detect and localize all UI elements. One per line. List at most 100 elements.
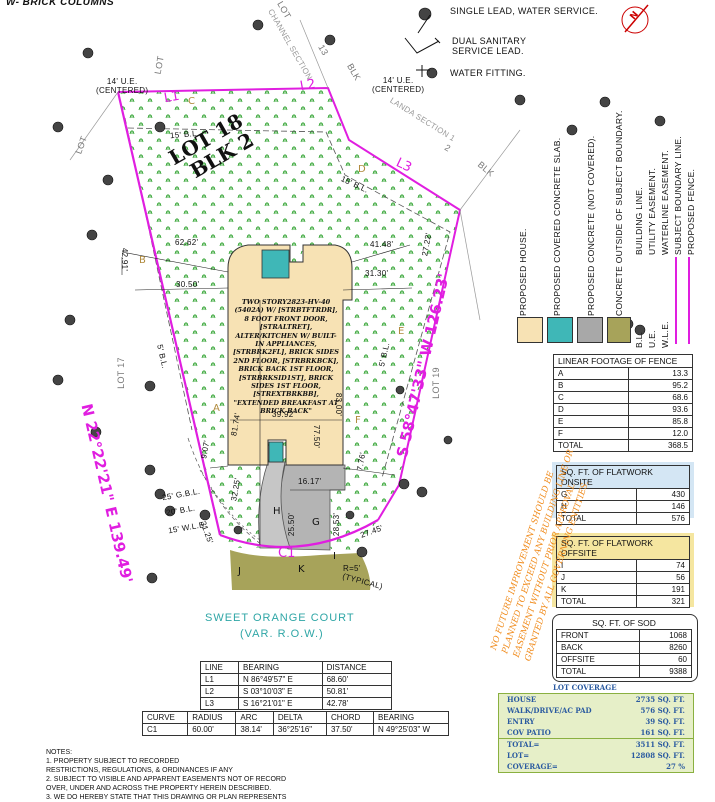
dim-42-91: 42.91' — [120, 247, 130, 272]
legend-house-text: PROPOSED HOUSE. — [518, 228, 528, 316]
fence-table-title: LINEAR FOOTAGE OF FENCE — [553, 354, 693, 368]
page-title: W- BRICK COLUMNS — [6, 0, 115, 8]
coverage-row: LOT=12808 SQ. FT. — [507, 751, 685, 760]
street-name: SWEET ORANGE COURT — [205, 612, 355, 624]
entry-slab — [268, 441, 284, 463]
coverage-row: TOTAL=3511 SQ. FT. — [499, 738, 693, 750]
street-row: (VAR. R.O.W.) — [240, 628, 324, 640]
swatch-covered — [547, 317, 573, 343]
area-letter-i: I — [333, 551, 336, 562]
legend-water-fitting: WATER FITTING. — [450, 68, 526, 78]
legend-wle-text: WATERLINE EASEMENT. — [660, 150, 670, 255]
proposed-fence — [117, 86, 462, 486]
utility-markers — [52, 7, 666, 584]
building-line — [127, 127, 451, 479]
legend-single-lead: SINGLE LEAD, WATER SERVICE. — [450, 6, 598, 16]
covered-patio — [261, 249, 290, 279]
legend-dual-sanitary-2: SERVICE LEAD. — [452, 46, 524, 56]
radius-label: R=5' — [343, 564, 361, 573]
fence-letter-b: B — [139, 255, 146, 266]
legend-bl-text: BUILDING LINE. — [634, 187, 644, 255]
house-description: TWO STORY2823-HV-40 (5402A) W/ [STRBTFTR… — [233, 298, 339, 416]
swatch-house — [517, 317, 543, 343]
sod-table-title: SQ. FT. OF SOD — [592, 618, 656, 628]
subject-boundary — [116, 91, 222, 536]
curve-c1-label: C1 — [278, 546, 296, 561]
dim-77-50: 77.50' — [312, 424, 322, 449]
waterline-easement-line — [199, 469, 261, 541]
legend-covered-text: PROPOSED COVERED CONCRETE SLAB. — [552, 137, 562, 316]
legend-dual-sanitary-1: DUAL SANITARY — [452, 36, 527, 46]
area-letter-h: H — [273, 506, 281, 517]
legend-boundary-text: SUBJECT BOUNDARY LINE. — [673, 135, 683, 255]
swatch-boundary-line — [675, 257, 677, 344]
fence-letter-c: C — [188, 96, 195, 107]
fence-letter-f: F — [355, 415, 361, 426]
ue-left-label: 14' U.E.(CENTERED) — [96, 77, 149, 95]
coverage-title: LOT COVERAGE — [553, 683, 617, 692]
legend-ue-text: UTILITY EASEMENT. — [647, 167, 657, 255]
dim-16-17: 16.17' — [298, 477, 322, 486]
area-letter-j: J — [238, 566, 241, 577]
dim-62-62: 62.62' — [175, 238, 199, 247]
swatch-concrete — [577, 317, 603, 343]
dim-39-92: 39.92' — [272, 410, 296, 419]
legend-fence-text: PROPOSED FENCE. — [686, 168, 696, 255]
line-l2-label: L2 — [298, 76, 317, 95]
dim-28-53: 28.53' — [332, 512, 342, 537]
proposed-house — [227, 244, 353, 466]
legend-symbols — [404, 14, 441, 77]
area-letter-k: K — [298, 564, 305, 575]
fence-return — [377, 484, 400, 521]
legend-outside-text: CONCRETE OUTSIDE OF SUBJECT BOUNDARY. — [614, 110, 624, 316]
north-arrow-icon — [621, 4, 649, 34]
fence-letter-e: E — [398, 326, 405, 337]
offsite-table-title: SQ. FT. OF FLATWORK OFFSITE — [556, 536, 690, 560]
swatch-outside — [607, 317, 631, 343]
offsite-concrete — [230, 550, 371, 590]
dim-31-30: 31.30' — [365, 269, 389, 278]
dim-41-48: 41.48' — [370, 240, 394, 249]
onsite-table-title: SQ. FT. OF FLATWORK ONSITE — [556, 465, 690, 489]
area-letter-g: G — [312, 517, 320, 528]
fence-letter-d: D — [358, 164, 366, 175]
utility-easement-line — [187, 437, 263, 546]
legend-bl-abbr: B.L. — [634, 331, 644, 348]
legend-wle-abbr: W.L.E. — [660, 321, 670, 348]
legend-ue-abbr: U.E. — [647, 330, 657, 348]
fence-letter-a: A — [213, 403, 220, 414]
curve-c1 — [219, 519, 379, 549]
ue-right-label: 14' U.E.(CENTERED) — [372, 76, 425, 94]
